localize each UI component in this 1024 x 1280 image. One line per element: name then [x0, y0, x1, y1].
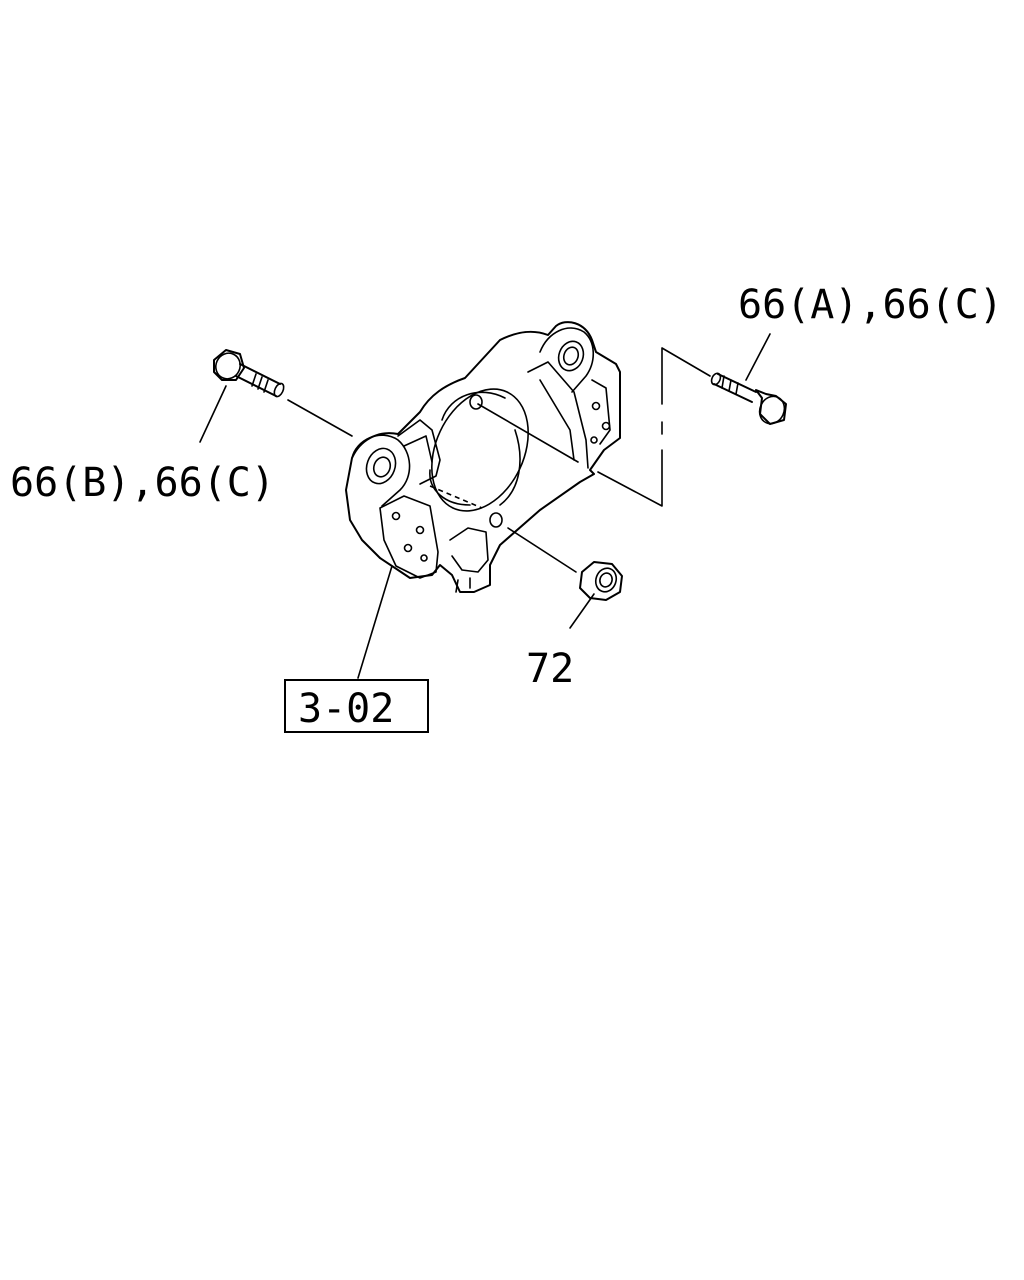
reference-box: [284, 679, 429, 733]
bolt-left: [213, 349, 285, 398]
knuckle-bracket: [345, 321, 621, 593]
callout-nut: 72: [526, 646, 574, 692]
nut: [579, 561, 623, 601]
callout-bolt-left: 66(B),66(C): [10, 460, 275, 506]
leader-lines: [199, 333, 771, 679]
bolt-right: [710, 372, 787, 425]
assembly-lines: [287, 347, 711, 573]
callout-reference[interactable]: 3-02: [298, 686, 394, 732]
callout-bolt-right: 66(A),66(C): [738, 282, 1003, 328]
